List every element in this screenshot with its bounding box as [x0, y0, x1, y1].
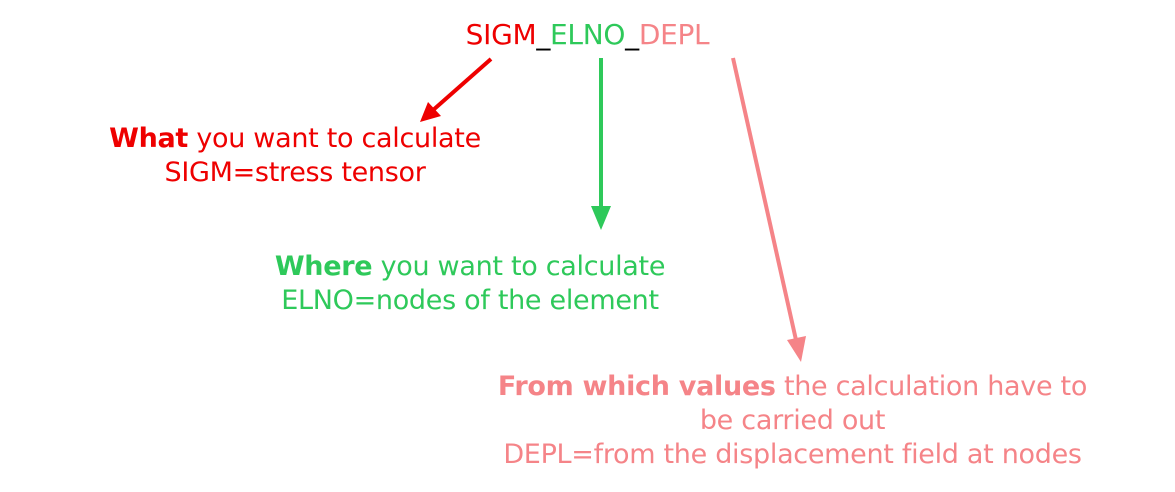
title-separator-2: _: [625, 18, 639, 51]
from-line-3: DEPL=from the displacement field at node…: [503, 439, 1082, 470]
where-line-1: Where you want to calculate: [215, 250, 725, 284]
from-line-1-text: the calculation have to: [775, 371, 1088, 402]
arrow-where: [591, 58, 611, 230]
from-keyword: From which values: [497, 371, 776, 402]
what-line-2: SIGM=stress tensor: [164, 157, 426, 188]
from-line-2: be carried out: [699, 405, 886, 436]
where-line-2: ELNO=nodes of the element: [281, 285, 659, 316]
where-line-1-text: you want to calculate: [372, 251, 666, 282]
title-part-elno: ELNO: [550, 18, 626, 51]
title-separator-1: _: [536, 18, 551, 51]
from-block: From which values the calculation have t…: [420, 370, 1165, 472]
what-line-1: What you want to calculate: [40, 122, 550, 156]
arrow-from: [731, 57, 806, 362]
arrow-what: [420, 57, 493, 122]
title-part-depl: DEPL: [638, 18, 710, 51]
what-keyword: What: [109, 123, 189, 154]
what-line-1-text: you want to calculate: [188, 123, 481, 154]
title-part-sigm: SIGM: [465, 18, 537, 51]
title-code: SIGM_ELNO_DEPL: [0, 18, 1175, 52]
what-block: What you want to calculate SIGM=stress t…: [40, 122, 550, 190]
where-keyword: Where: [274, 251, 373, 282]
from-line-1: From which values the calculation have t…: [420, 370, 1165, 404]
where-block: Where you want to calculate ELNO=nodes o…: [215, 250, 725, 318]
